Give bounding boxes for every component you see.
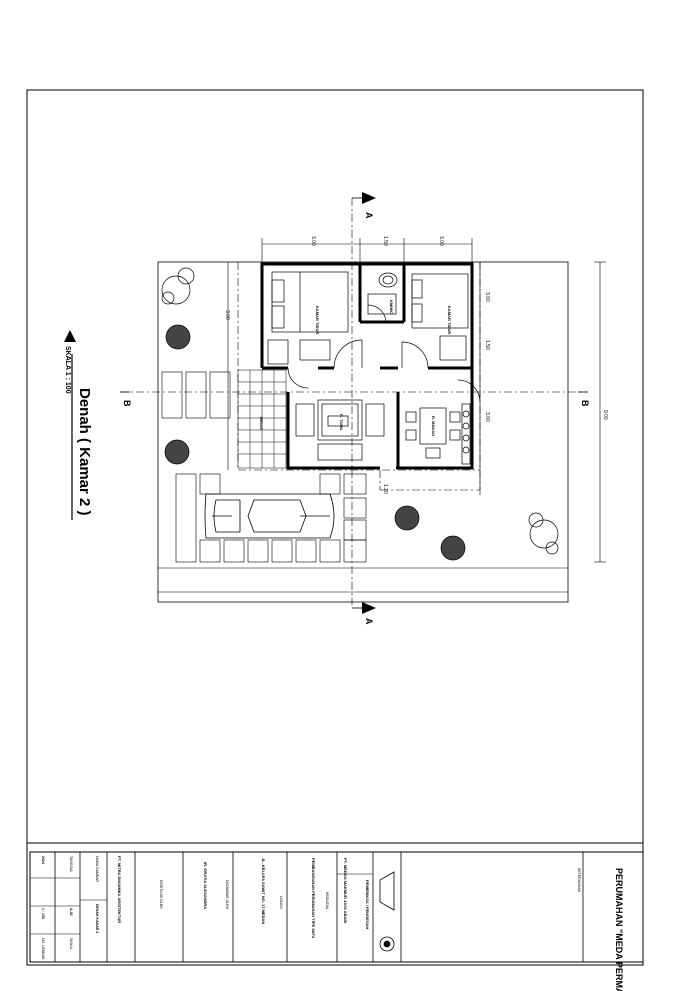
approved-label: DISETUJUI OLEH: [159, 880, 163, 909]
bathroom-fixtures: [367, 272, 398, 315]
date-label: TANGGAL: [69, 856, 73, 873]
sheet-no-value: A-02: [69, 908, 73, 916]
section-label-b-left: B: [122, 400, 132, 407]
dim-center: 1.20: [382, 484, 388, 494]
dim-right-b: 1.50: [484, 340, 490, 350]
walls: [260, 262, 474, 470]
room-bath: KM/WC: [389, 300, 394, 314]
owner-name: PT. MEDAN MAKMUR JAYA ABADI: [343, 858, 348, 923]
title-block: [29, 851, 644, 963]
section-label-a-bottom: A: [364, 618, 374, 625]
bedroom-1-furniture: [267, 271, 349, 365]
room-dining: R. MAKAN: [431, 416, 436, 436]
dim-top-right: 3.00: [438, 236, 444, 246]
room-living: R. TAMU: [339, 414, 344, 430]
dim-top-left: 3.00: [310, 236, 316, 246]
activity-label: KEGIATAN: [325, 892, 329, 910]
keterangan-label: KETERANGAN: [577, 868, 581, 893]
room-terrace: TERAS: [259, 416, 264, 430]
dim-right-a: 3.00: [484, 292, 490, 302]
sheet-border: [26, 89, 644, 966]
dim-right-c: 3.00: [484, 412, 490, 422]
dim-overall: 9.00: [602, 410, 608, 420]
trees: [161, 267, 559, 561]
plan-labels: Denah ( Kamar 2 ) SKALA 1 : 100 A A B B …: [64, 212, 608, 625]
terrace-paving: [237, 369, 287, 469]
north-arrow-icon: [64, 330, 76, 342]
activity-value: PEMBANGUNAN PERUMAHAN TIPE 36/72: [311, 858, 316, 939]
dimension-lines: [158, 238, 606, 593]
location-label: LOKASI: [279, 896, 283, 909]
section-markers: [120, 192, 588, 614]
bedroom-2-furniture: [411, 273, 469, 361]
car-outline: [204, 493, 335, 539]
section-label-a-top: A: [364, 212, 374, 219]
dim-left-a: 3.00: [224, 310, 230, 320]
dining-furniture: [405, 403, 471, 465]
living-room-furniture: [295, 399, 385, 461]
plan-title: Denah ( Kamar 2 ): [76, 388, 93, 516]
scale-label: SKALA: [69, 938, 73, 950]
scale-value: 1 : 100: [41, 908, 45, 919]
site-boundary: [157, 261, 569, 603]
sheet-name-label: NAMA GAMBAR: [95, 856, 99, 883]
date-value: 2024: [41, 856, 45, 864]
axis-lines: [120, 198, 588, 605]
section-label-b-right: B: [580, 400, 590, 407]
floor-plan: [120, 198, 606, 605]
checked-by-label: PEMERIKSA / PENGESAH: [365, 880, 370, 930]
room-bedroom-1: KAMAR TIDUR: [315, 306, 320, 334]
drawn-by-value: IR. GRATIA ALEXANDRA: [203, 862, 208, 909]
sheet-name-value: DENAH KAMAR 2: [95, 904, 99, 933]
garden-paving: [161, 371, 367, 563]
plan-scale: SKALA 1 : 100: [64, 346, 71, 394]
dim-top-mid: 1.50: [382, 236, 388, 246]
company-logo-icon: [379, 871, 395, 952]
title-block-text: PERUMAHAN "MEDA PERMAI II" KETERANGAN PE…: [41, 856, 624, 991]
consultant-value: PT. MITRA DINAMIKA ARSITEKTUR: [117, 856, 122, 923]
sheet-no-label: NO. LEMBAR: [41, 938, 45, 960]
room-bedroom-2: KAMAR TIDUR: [447, 306, 452, 334]
project-title: PERUMAHAN "MEDA PERMAI II": [614, 868, 624, 991]
drawn-by-label: DIGAMBAR OLEH: [225, 880, 229, 910]
door-swings: [287, 304, 481, 403]
location-value: JL. KELAPA SAWIT NO. 17 MEDAN: [261, 858, 266, 924]
